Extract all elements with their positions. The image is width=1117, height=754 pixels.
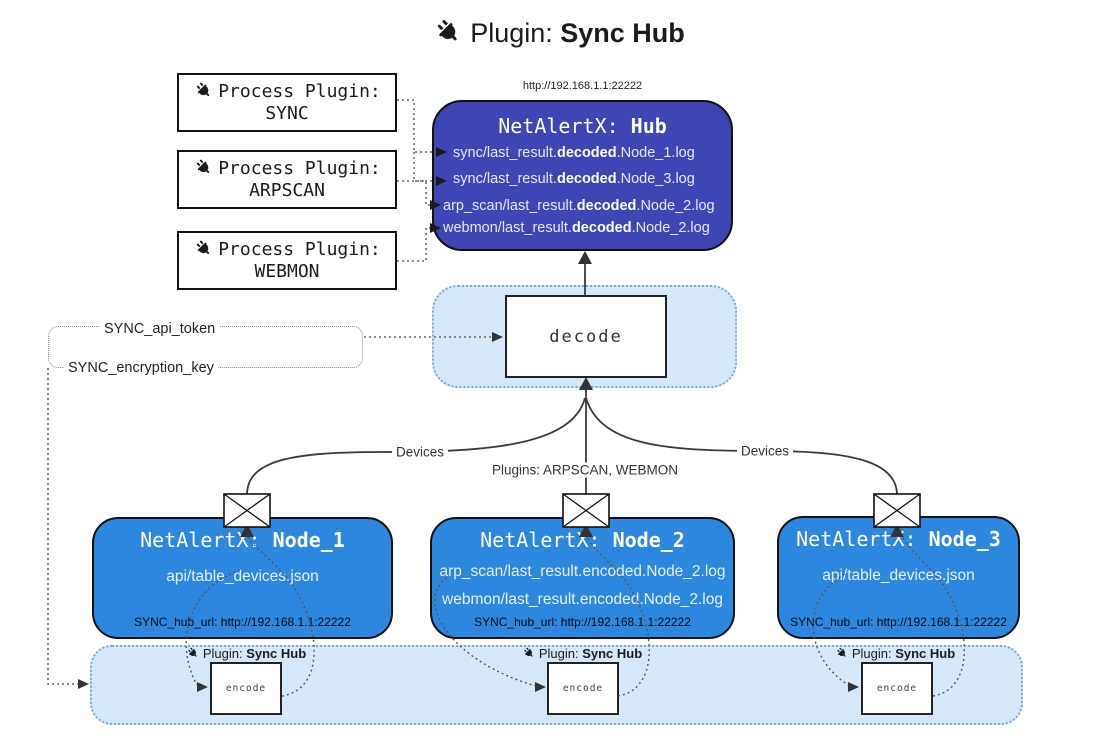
edge-label-plugins: Plugins: ARPSCAN, WEBMON [487,462,683,478]
log-pre: sync/last_result. [453,171,557,187]
node-hub-url: SYNC_hub_url: http://192.168.1.1:22222 [790,615,1007,629]
node-title-name: Node_1 [272,528,345,552]
log-post: .Node_2.log [636,198,715,214]
node-title-prefix: NetAlertX: [480,528,613,552]
plug-icon [193,238,214,259]
log-post: .Node_2.log [631,220,710,236]
encoder-plugin-label: Plugin: Sync Hub [522,646,642,661]
edge-label-devices-left: Devices [391,444,449,460]
process-plugin-text: Process Plugin: [218,81,381,102]
log-post: .Node_3.log [616,171,695,187]
hub-log-line: sync/last_result.decoded.Node_1.log [434,145,731,161]
connector-webmon-to-hub [397,227,432,262]
node-box-node1: NetAlertX: Node_1 api/table_devices.json… [92,517,393,639]
log-pre: sync/last_result. [453,145,557,161]
decode-box: decode [505,295,667,378]
process-plugin-box-sync: Process Plugin: SYNC [177,73,397,132]
encode-box: encode [547,662,619,715]
node-title-name: Node_2 [612,528,685,552]
config-encryption-key-label: SYNC_encryption_key [64,360,218,376]
process-plugin-name: ARPSCAN [249,180,325,201]
log-bold: decoded [571,220,632,236]
encoder-plugin-label: Plugin: Sync Hub [186,646,306,661]
process-plugin-text: Process Plugin: [218,239,381,260]
title-name: Sync Hub [560,18,685,48]
node-file: arp_scan/last_result.encoded.Node_2.log [439,563,726,580]
encoder-label-prefix: Plugin: [851,646,896,661]
node-title-prefix: NetAlertX: [796,527,929,551]
hub-title-prefix: NetAlertX: [498,114,631,138]
arrowhead-up [578,251,592,264]
plug-icon [193,157,214,178]
node-title: NetAlertX: Node_1 [94,528,391,552]
process-plugin-label: Process Plugin: [179,80,395,102]
connector-sync-to-hub [397,99,437,153]
encoder-plugin-label: Plugin: Sync Hub [835,646,955,661]
hub-url: http://192.168.1.1:22222 [522,80,643,92]
process-plugin-name: SYNC [265,103,309,124]
encode-box: encode [861,662,933,715]
node-hub-url: SYNC_hub_url: http://192.168.1.1:22222 [134,615,351,629]
node-file: api/table_devices.json [822,567,975,584]
process-plugin-text: Process Plugin: [218,158,381,179]
edge-label-devices-right: Devices [736,443,794,459]
log-bold: decoded [556,171,617,187]
node-title-prefix: NetAlertX: [140,528,273,552]
log-pre: webmon/last_result. [443,220,572,236]
config-api-token-label: SYNC_api_token [100,321,220,337]
connector-arpscan-to-hub [397,180,432,206]
plug-icon [522,646,536,660]
process-plugin-box-arpscan: Process Plugin: ARPSCAN [177,150,397,209]
node-title-name: Node_3 [928,527,1001,551]
hub-title: NetAlertX: Hub [434,114,731,138]
process-plugin-name: WEBMON [254,261,320,282]
node-box-node3: NetAlertX: Node_3 api/table_devices.json… [777,516,1020,639]
node-title: NetAlertX: Node_2 [432,528,733,552]
node-box-node2: NetAlertX: Node_2 arp_scan/last_result.e… [430,517,735,639]
hub-box: NetAlertX: Hub sync/last_result.decoded.… [432,100,733,251]
page-title: Plugin: Sync Hub [0,16,1117,49]
encoder-label-name: Sync Hub [246,646,307,661]
encoder-label-name: Sync Hub [895,646,956,661]
hub-log-line: webmon/last_result.decoded.Node_2.log [434,220,731,236]
encoder-label-prefix: Plugin: [538,646,583,661]
log-pre: arp_scan/last_result. [443,198,577,214]
hub-log-line: sync/last_result.decoded.Node_3.log [434,171,731,187]
encoder-label-prefix: Plugin: [202,646,247,661]
node-file: api/table_devices.json [166,568,319,585]
encoder-label-name: Sync Hub [582,646,643,661]
plug-icon [835,646,849,660]
arrowhead [78,679,89,689]
node-title: NetAlertX: Node_3 [779,527,1018,551]
encode-box: encode [210,662,282,715]
log-bold: decoded [556,145,617,161]
log-post: .Node_1.log [616,145,695,161]
process-plugin-label: Process Plugin: [179,157,395,179]
connector-config-to-band [47,368,79,685]
process-plugin-box-webmon: Process Plugin: WEBMON [177,231,397,290]
log-bold: decoded [576,198,637,214]
plug-icon [186,646,200,660]
process-plugin-label: Process Plugin: [179,238,395,260]
hub-title-name: Hub [630,114,667,138]
hub-log-line: arp_scan/last_result.decoded.Node_2.log [434,198,731,214]
plug-icon [432,16,464,48]
node-file: webmon/last_result.encoded.Node_2.log [442,591,723,608]
node-hub-url: SYNC_hub_url: http://192.168.1.1:22222 [474,615,691,629]
plug-icon [193,80,214,101]
title-prefix: Plugin: [470,18,561,48]
